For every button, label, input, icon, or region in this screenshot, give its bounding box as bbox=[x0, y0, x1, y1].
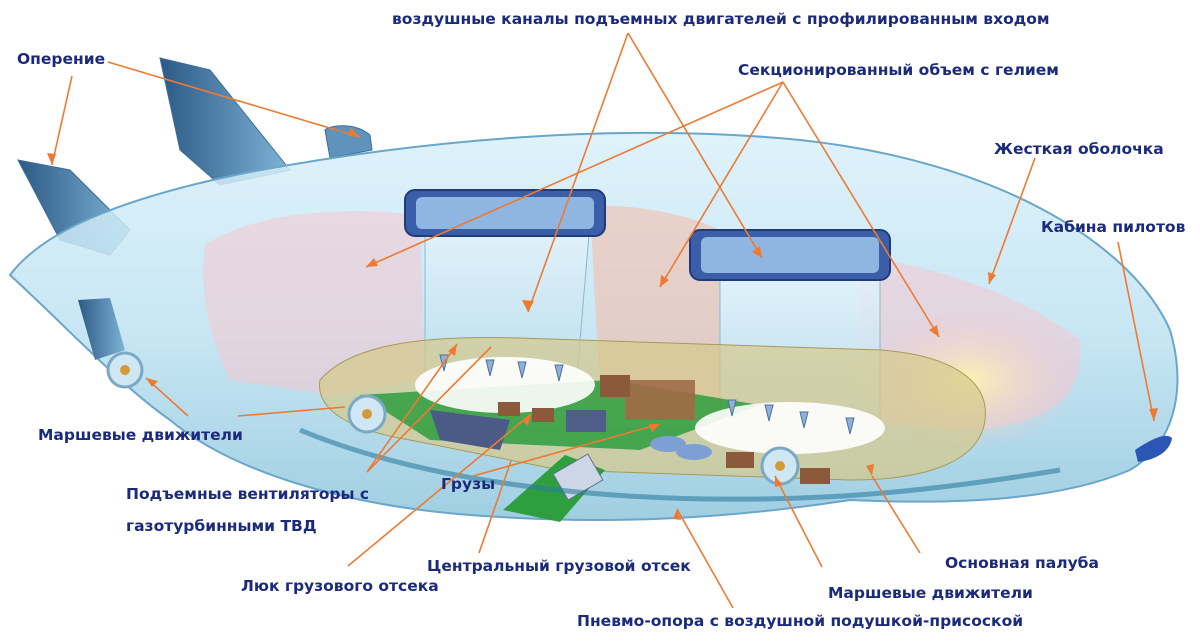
label-lift-fans-line1: Подъемные вентиляторы с bbox=[126, 485, 370, 503]
label-main-deck: Основная палуба bbox=[945, 554, 1099, 572]
leader-lines bbox=[51, 32, 1155, 609]
lift-fan-motors bbox=[439, 354, 855, 435]
label-air-cushion-support: Пневмо-опора с воздушной подушкой-присос… bbox=[577, 612, 1024, 630]
label-cockpit: Кабина пилотов bbox=[1041, 218, 1186, 236]
propeller-front bbox=[760, 446, 800, 486]
cockpit-window bbox=[1135, 435, 1172, 462]
label-lift-fans-line2: газотурбинными ТВД bbox=[126, 517, 317, 535]
air-cushion-skirt bbox=[299, 427, 1061, 502]
label-tail: Оперение bbox=[17, 50, 106, 68]
upper-fin bbox=[159, 57, 291, 186]
cargo-items bbox=[430, 375, 830, 484]
label-cargo-hatch: Люк грузового отсека bbox=[241, 577, 439, 595]
label-central-cargo-bay: Центральный грузовой отсек bbox=[427, 557, 691, 575]
label-thrusters-right: Маршевые движители bbox=[828, 584, 1033, 602]
rear-opening bbox=[415, 357, 595, 413]
label-cargo: Грузы bbox=[441, 475, 496, 493]
propeller-rear-left bbox=[78, 298, 144, 389]
helium-cell-rear bbox=[203, 211, 425, 395]
label-helium-volume: Секционированный объем с гелием bbox=[738, 61, 1059, 79]
leader-arrowheads bbox=[47, 128, 1158, 520]
label-thrusters-left: Маршевые движители bbox=[38, 426, 243, 444]
propeller-mid-left bbox=[347, 394, 387, 434]
front-opening bbox=[695, 402, 885, 454]
label-rigid-hull: Жесткая оболочка bbox=[994, 140, 1164, 158]
label-air-channels: воздушные каналы подъемных двигателей с … bbox=[392, 10, 1050, 28]
